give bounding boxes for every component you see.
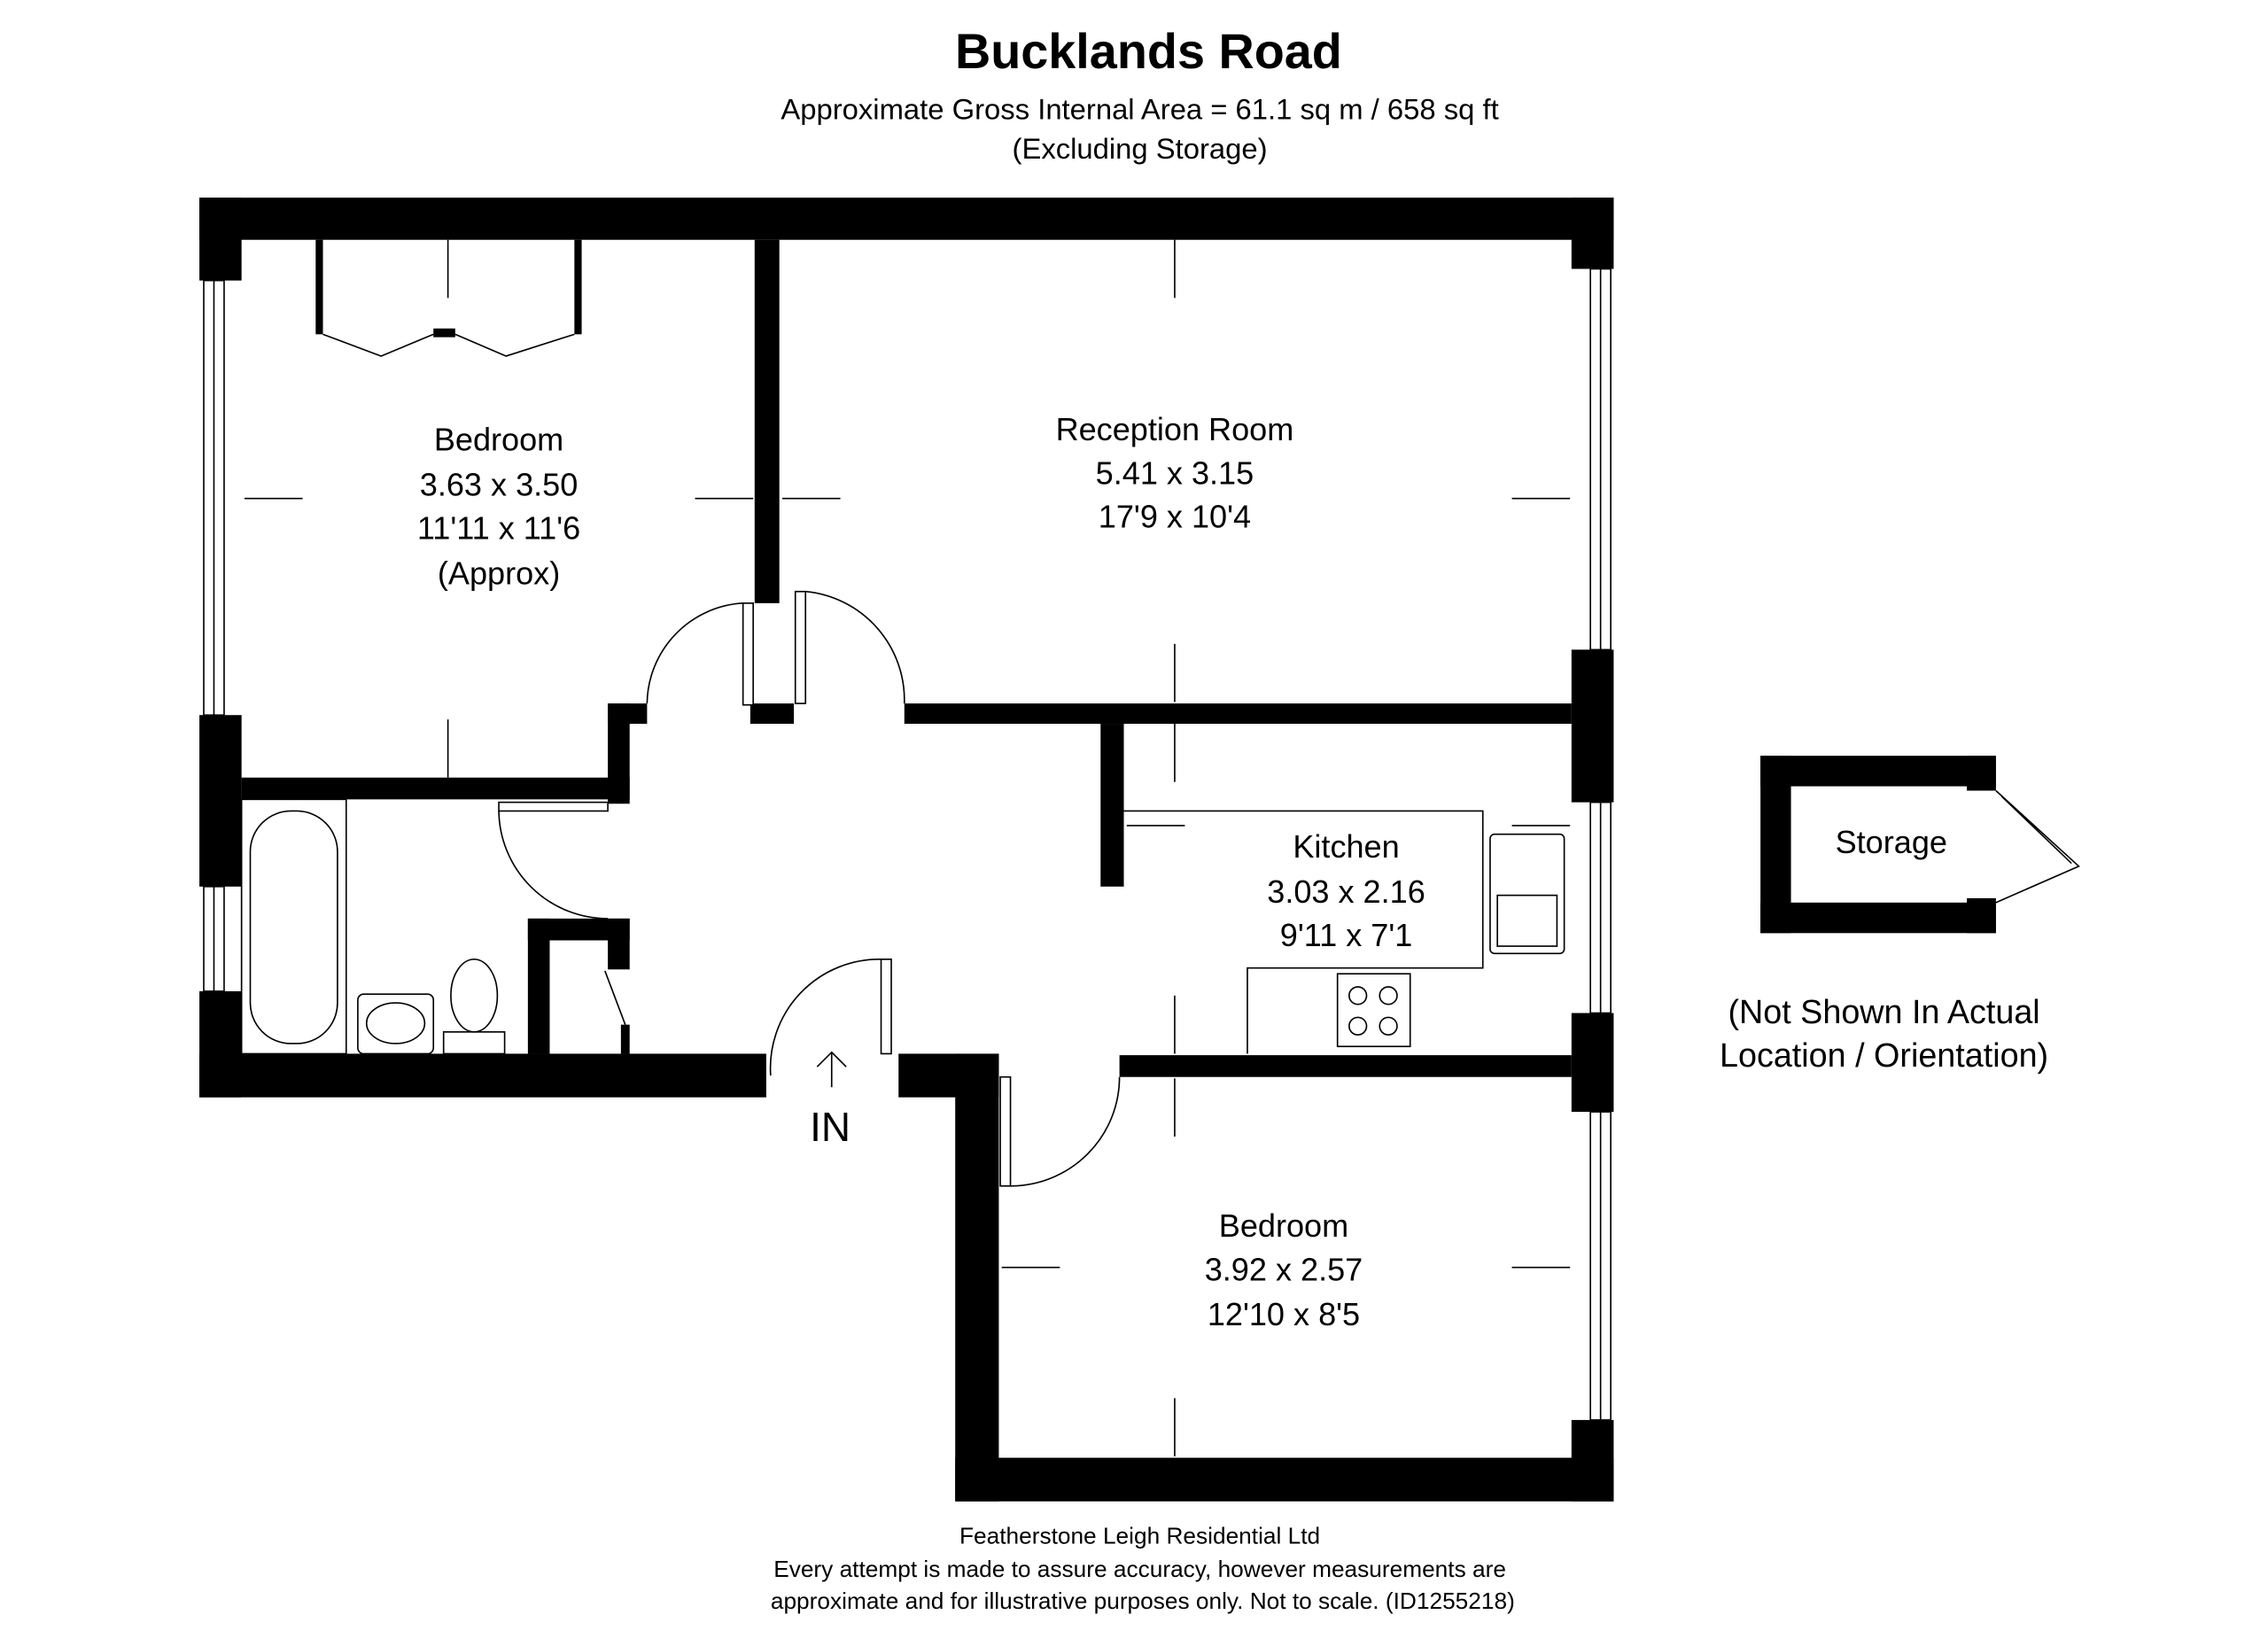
room-name: Kitchen	[1293, 828, 1399, 865]
area-subtitle: Approximate Gross Internal Area = 61.1 s…	[781, 93, 1498, 126]
room-imperial: 12'10 x 8'5	[1208, 1296, 1360, 1332]
room-reception: Reception Room 5.41 x 3.15 17'9 x 10'4	[1056, 411, 1294, 534]
doors	[322, 333, 1121, 1187]
room-imperial: 9'11 x 7'1	[1280, 917, 1413, 953]
toilet-icon	[442, 1031, 506, 1055]
room-name: Bedroom	[434, 422, 563, 458]
room-name: Bedroom	[1219, 1207, 1348, 1244]
storage-note-line-2: Location / Orientation)	[1720, 1036, 2048, 1074]
basin-icon	[357, 993, 435, 1055]
room-metric: 3.03 x 2.16	[1267, 873, 1425, 910]
room-note: (Approx)	[438, 555, 560, 592]
room-imperial: 17'9 x 10'4	[1099, 499, 1251, 535]
entrance-arrow-icon	[816, 1051, 847, 1088]
footer-disclaimer-1: Every attempt is made to assure accuracy…	[773, 1556, 1506, 1582]
windows	[203, 268, 1612, 1421]
room-name: Reception Room	[1056, 411, 1294, 447]
dimension-arrows	[244, 239, 1571, 1456]
entrance-label: IN	[810, 1104, 850, 1150]
room-kitchen: Kitchen 3.03 x 2.16 9'11 x 7'1	[1267, 828, 1425, 953]
room-bedroom-1: Bedroom 3.63 x 3.50 11'11 x 11'6 (Approx…	[417, 422, 580, 592]
storage: Storage	[1760, 756, 2080, 934]
bathtub-icon	[249, 810, 338, 1044]
footer-company: Featherstone Leigh Residential Ltd	[959, 1522, 1320, 1549]
room-metric: 3.63 x 3.50	[420, 466, 579, 502]
room-metric: 5.41 x 3.15	[1096, 454, 1254, 491]
room-imperial: 11'11 x 11'6	[417, 510, 580, 547]
fixtures	[240, 798, 1565, 1088]
hob-icon	[1336, 973, 1411, 1048]
plan-title: Bucklands Road	[955, 24, 1342, 79]
room-bedroom-2: Bedroom 3.92 x 2.57 12'10 x 8'5	[1205, 1207, 1363, 1332]
storage-note-line-1: (Not Shown In Actual	[1728, 993, 2039, 1030]
walls	[199, 198, 1614, 1502]
room-metric: 3.92 x 2.57	[1205, 1251, 1363, 1287]
sink-icon	[1489, 833, 1565, 955]
area-subtitle-note: (Excluding Storage)	[1013, 132, 1268, 165]
storage-label: Storage	[1836, 824, 1947, 860]
footer-disclaimer-2: approximate and for illustrative purpose…	[771, 1588, 1515, 1614]
